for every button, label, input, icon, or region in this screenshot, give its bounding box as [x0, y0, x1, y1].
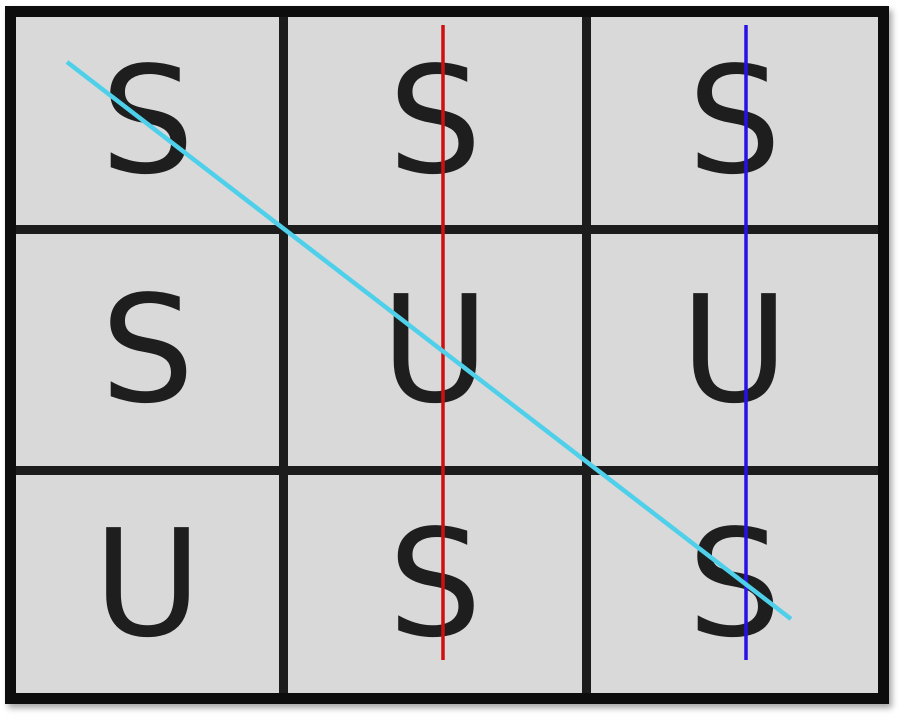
cell-r2-c1[interactable]: S — [100, 264, 195, 436]
cell-r3-c2[interactable]: S — [388, 498, 482, 670]
cell-r2-c2[interactable]: U — [380, 264, 490, 436]
grid-line-vertical-2 — [582, 17, 591, 693]
grid-line-horizontal-2 — [16, 466, 878, 475]
cell-r1-c3[interactable]: S — [687, 35, 782, 207]
cell-r2-c3[interactable]: U — [680, 264, 789, 436]
cell-r1-c1[interactable]: S — [100, 35, 195, 207]
cell-r1-c2[interactable]: S — [388, 35, 482, 207]
cell-r3-c3[interactable]: S — [687, 498, 782, 670]
grid-line-horizontal-1 — [16, 225, 878, 234]
cell-r3-c1[interactable]: U — [93, 498, 202, 670]
game-board: S S S S U U U S S — [5, 6, 889, 704]
grid-line-vertical-1 — [279, 17, 288, 693]
